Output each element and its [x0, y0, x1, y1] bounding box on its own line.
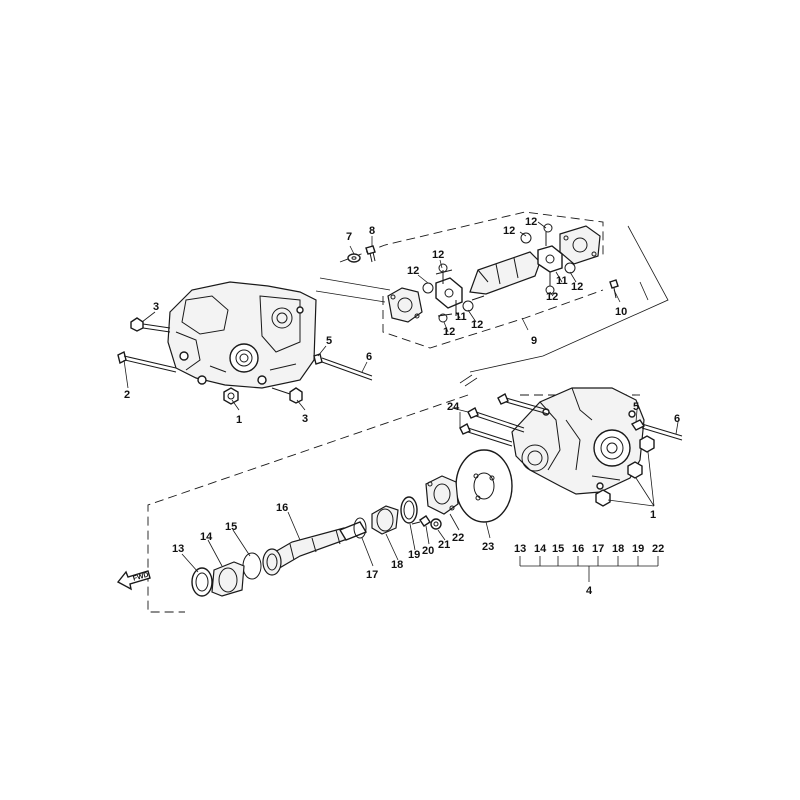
kit-assembly-label: 4: [586, 585, 593, 597]
kit-item: 19: [632, 543, 644, 555]
bolt-10: [609, 279, 619, 299]
flange-bolt: [411, 515, 431, 527]
fwd-arrow-label: FWD: [132, 572, 149, 583]
callout-17: 17: [366, 569, 378, 581]
callout-8: 8: [369, 225, 375, 237]
callout-11b: 11: [556, 275, 568, 287]
callout-5b: 5: [633, 401, 639, 413]
kit-item: 16: [572, 543, 584, 555]
callout-21: 21: [438, 539, 450, 551]
washer-7: [347, 253, 361, 263]
callout-6a: 6: [366, 351, 372, 363]
callout-12d: 12: [525, 216, 537, 228]
kit-item: 14: [534, 543, 547, 555]
ring-15: [242, 552, 262, 580]
kit-item: 15: [552, 543, 564, 555]
callout-6b: 6: [674, 413, 680, 425]
callout-2: 2: [124, 389, 130, 401]
leader-lines: [123, 221, 679, 573]
front-case-bolt-long: [117, 350, 177, 373]
callout-19: 19: [408, 549, 420, 561]
front-transfer-case: [167, 281, 317, 389]
callout-12b: 12: [432, 249, 444, 261]
callout-12h: 12: [443, 326, 455, 338]
callout-7: 7: [346, 231, 352, 243]
rear-u-joint: [537, 232, 563, 286]
front-case-nut: [223, 387, 239, 405]
kit-item-labels: 13 14 15 16 17 18 19 22 4: [514, 543, 664, 597]
front-case-stud: [313, 353, 373, 381]
bearing-18: [371, 505, 399, 535]
callout-10: 10: [615, 306, 627, 318]
front-u-joint: [435, 269, 463, 317]
housing-long-bolts: [459, 393, 549, 447]
kit-item: 22: [652, 543, 664, 555]
callout-9: 9: [531, 335, 537, 347]
rear-differential-housing: [511, 387, 645, 495]
callout-12a: 12: [407, 265, 419, 277]
bearing-14: [211, 561, 245, 597]
seal-13: [191, 567, 213, 597]
callout-13: 13: [172, 543, 184, 555]
fwd-arrow-icon: FWD: [116, 570, 151, 591]
brake-disc: [455, 449, 513, 523]
callout-3a: 3: [153, 301, 159, 313]
callout-24: 24: [447, 401, 460, 413]
callout-11a: 11: [455, 311, 467, 323]
callout-12f: 12: [546, 291, 558, 303]
callout-16: 16: [276, 502, 288, 514]
housing-nuts: [595, 435, 655, 507]
connection-line-lower: [639, 281, 649, 301]
callout-14: 14: [200, 531, 213, 543]
callouts: 3 2 1 3 5 6 7 8 9 10 12 12 12 12 12 12 1…: [124, 216, 680, 581]
kit-item: 17: [592, 543, 604, 555]
callout-22: 22: [452, 532, 464, 544]
kit-item: 18: [612, 543, 624, 555]
callout-23: 23: [482, 541, 494, 553]
kit-bracket: [519, 556, 659, 582]
front-flange: [387, 287, 423, 323]
callout-1a: 1: [236, 414, 242, 426]
callout-20: 20: [422, 545, 434, 557]
callout-12e: 12: [571, 281, 583, 293]
callout-3b: 3: [302, 413, 308, 425]
bolt-8: [365, 245, 376, 263]
hub-flange: [425, 475, 459, 515]
kit-item: 13: [514, 543, 526, 555]
drive-shaft-16: [267, 521, 368, 571]
housing-stud: [630, 419, 683, 441]
callout-12c: 12: [503, 225, 515, 237]
callout-12g: 12: [471, 319, 483, 331]
front-case-bolt-bottom: [271, 387, 303, 404]
connection-lines: [315, 225, 669, 373]
lower-assembly-boundary: [147, 394, 469, 613]
break-mark: [459, 374, 478, 387]
driveshaft-tube: [469, 251, 541, 301]
rear-flange: [559, 225, 601, 265]
callout-5a: 5: [326, 335, 332, 347]
flange-nut: [430, 518, 442, 530]
front-case-bolt-top: [130, 317, 171, 333]
callout-15: 15: [225, 521, 237, 533]
callout-1b: 1: [650, 509, 656, 521]
gear-15: [262, 548, 282, 576]
seal-19: [400, 496, 418, 524]
callout-18: 18: [391, 559, 403, 571]
spacer-17: [353, 517, 367, 539]
